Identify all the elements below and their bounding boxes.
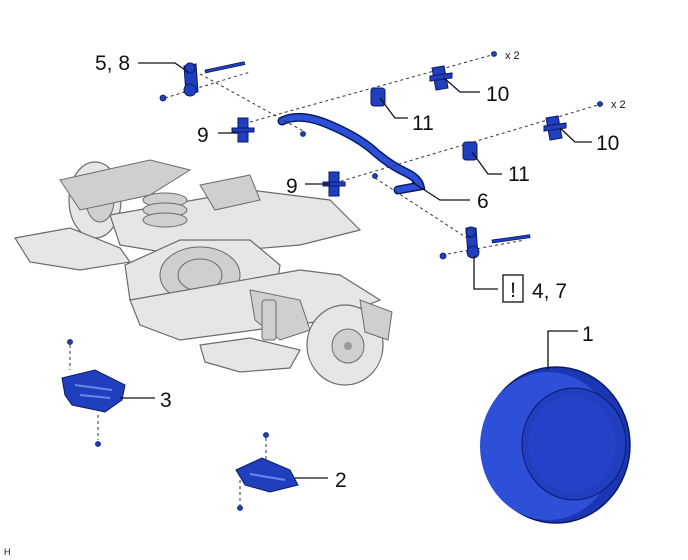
stabilizer-link-rear [439, 226, 531, 260]
callout-5-8: 5, 8 [95, 52, 130, 75]
undercover-bracket-left [61, 339, 126, 447]
spare-tire [480, 366, 631, 524]
caution-mark: ! [510, 279, 516, 302]
stabilizer-bracket-lower [322, 171, 346, 197]
callout-4-7: 4, 7 [532, 280, 567, 303]
callout-2: 2 [335, 469, 347, 492]
stabilizer-bushing-upper [370, 87, 386, 107]
callout-9-upper: 9 [197, 124, 209, 147]
stabilizer-bracket-upper [231, 117, 255, 143]
callout-9-lower: 9 [286, 175, 298, 198]
quantity-label-upper: x 2 [505, 50, 520, 62]
stabilizer-bar [277, 112, 426, 195]
rear-suspension-assembly [14, 159, 393, 386]
callout-10-upper: 10 [486, 83, 509, 106]
bushing-clamp-upper [429, 65, 453, 91]
callout-11-lower: 11 [508, 163, 530, 186]
callout-1: 1 [582, 323, 594, 346]
corner-code: H [4, 547, 11, 557]
callout-10-lower: 10 [596, 132, 619, 155]
stabilizer-link-front [159, 61, 246, 102]
callout-11-upper: 11 [412, 112, 434, 135]
callout-3: 3 [160, 389, 172, 412]
undercover-bracket-right [235, 432, 299, 511]
stabilizer-bushing-lower [462, 141, 478, 161]
quantity-label-lower: x 2 [611, 99, 626, 111]
callout-6: 6 [477, 190, 489, 213]
coil-spring [142, 192, 188, 228]
bushing-clamp-lower [543, 115, 567, 141]
caution-box: ! [502, 274, 524, 303]
leader-lines [120, 62, 592, 479]
